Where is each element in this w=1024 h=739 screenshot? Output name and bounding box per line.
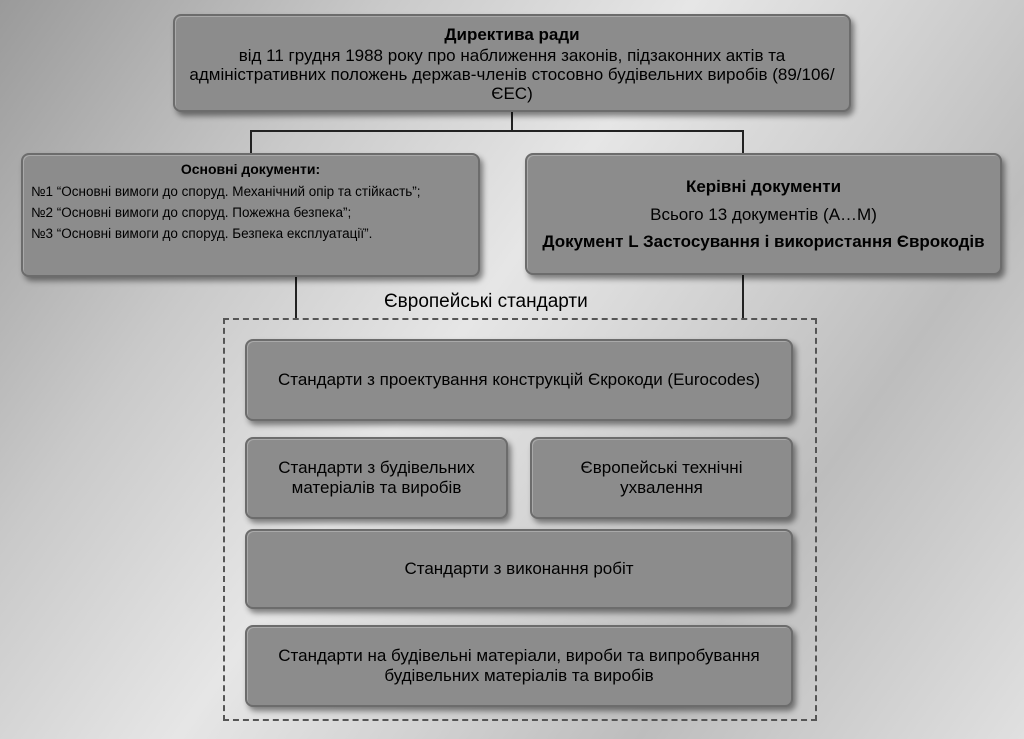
basic-document-item-1: №1 “Основні вимоги до споруд. Механічний…	[31, 184, 421, 199]
guidance-documents-title: Керівні документи	[685, 177, 842, 196]
directive-body: від 11 грудня 1988 року про наближення з…	[189, 45, 835, 103]
basic-documents-box: Основні документи: №1 “Основні вимоги до…	[21, 153, 480, 277]
connector-basic-to-standards	[295, 277, 297, 318]
basic-document-item-2: №2 “Основні вимоги до споруд. Пожежна бе…	[31, 205, 352, 220]
european-technical-approvals-label: Європейські технічні ухвалення	[580, 458, 743, 497]
standard-materials-products: Стандарти з будівельних матеріалів та ви…	[245, 437, 508, 519]
standard-materials-products-label: Стандарти з будівельних матеріалів та ви…	[278, 458, 475, 497]
directive-title: Директива ради	[444, 24, 580, 44]
standard-execution-works-label: Стандарти з виконання робіт	[404, 559, 634, 578]
connector-guide-to-standards	[742, 275, 744, 318]
standard-materials-testing: Стандарти на будівельні матеріали, вироб…	[245, 625, 793, 707]
european-standards-group	[223, 318, 817, 721]
basic-documents-title: Основні документи:	[180, 161, 321, 177]
connector-to-guide	[742, 130, 744, 153]
european-technical-approvals: Європейські технічні ухвалення	[530, 437, 793, 519]
directive-box: Директива ради від 11 грудня 1988 року п…	[173, 14, 851, 112]
standard-execution-works: Стандарти з виконання робіт	[245, 529, 793, 609]
connector-to-basic	[250, 130, 252, 153]
basic-document-item-3: №3 “Основні вимоги до споруд. Безпека ек…	[31, 226, 373, 241]
standard-materials-testing-label: Стандарти на будівельні матеріали, вироб…	[278, 646, 760, 685]
standard-design-eurocodes-label: Стандарти з проектування конструкцій Єкр…	[277, 370, 761, 389]
guidance-documents-box: Керівні документи Всього 13 документів (…	[525, 153, 1002, 275]
connector-horizontal	[250, 130, 744, 132]
guidance-documents-count: Всього 13 документів (A…M)	[650, 205, 877, 224]
guidance-document-l: Документ L Застосування і використання Є…	[542, 232, 985, 251]
standard-design-eurocodes: Стандарти з проектування конструкцій Єкр…	[245, 339, 793, 421]
european-standards-label: Європейські стандарти	[384, 291, 588, 312]
connector-directive-down	[511, 112, 513, 131]
